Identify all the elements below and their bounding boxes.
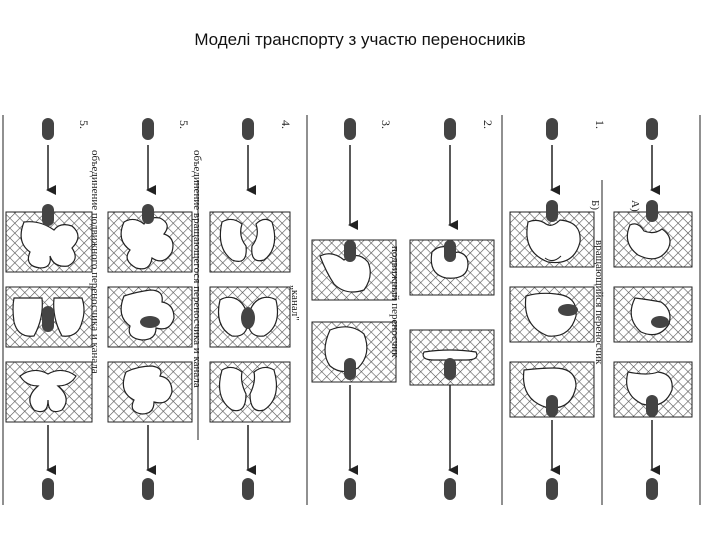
substrate-in-carrier [140, 316, 160, 328]
substrate-bound [546, 200, 558, 222]
model-2-caption: подвижный переносчик [389, 246, 401, 358]
carrier-channel-open [122, 365, 173, 415]
substrate-bottom [646, 478, 658, 500]
model-1a-column [613, 118, 693, 500]
rotation-arrow [544, 255, 562, 262]
model-3-caption: „канал" [289, 285, 301, 321]
model-1b-column [509, 118, 595, 500]
carrier-split-right [53, 297, 85, 337]
channel-protein-bottom [324, 326, 368, 373]
substrate-top [242, 118, 254, 140]
substrate-bottom [546, 478, 558, 500]
substrate-in-channel [42, 306, 54, 332]
carrier-protein-rotated [524, 292, 577, 337]
carrier-protein [526, 219, 581, 264]
substrate-in-carrier [558, 304, 578, 316]
substrate-bottom [444, 478, 456, 500]
substrate-bottom [242, 478, 254, 500]
model-2-number: 2. [481, 120, 495, 129]
model-3-column [311, 118, 397, 500]
model-5-mobile-column [5, 118, 93, 500]
model-4-number: 4. [279, 120, 293, 129]
carrier-channel-rotated [120, 289, 175, 341]
substrate-in-channel [241, 307, 255, 329]
substrate-top [344, 118, 356, 140]
carrier-protein-open [626, 371, 673, 406]
carrier-channel-open [19, 369, 77, 413]
model-1a-sub-label: А) [629, 200, 641, 212]
substrate-exit [646, 395, 658, 417]
model-5b-number: 5. [77, 120, 91, 129]
model-5-caption: объединение подвижного переносчика и кан… [89, 150, 101, 374]
substrate-top [646, 118, 658, 140]
model-5-number: 5. [177, 120, 191, 129]
substrate-bound [142, 204, 154, 224]
substrate-exit [344, 358, 356, 380]
channel-half-right [249, 366, 277, 412]
substrate-bound [344, 240, 356, 262]
model-2-column [409, 118, 495, 500]
substrate-top [546, 118, 558, 140]
substrate-bottom [42, 478, 54, 500]
model-3-number: 3. [379, 120, 393, 129]
carrier-channel [20, 221, 79, 269]
carrier-split-left [12, 297, 43, 337]
mobile-carrier-bottom [422, 349, 478, 361]
substrate-bottom [142, 478, 154, 500]
carrier-protein [626, 223, 671, 260]
channel-half-left [219, 366, 247, 412]
model-4-column [209, 118, 291, 500]
substrate-top [42, 118, 54, 140]
model-4-caption: объединение вращающегося переносчика и к… [191, 150, 203, 388]
substrate-bound [444, 240, 456, 262]
substrate-in-carrier [651, 316, 669, 328]
model-5-rotating-column [107, 118, 193, 500]
channel-half-right [251, 218, 276, 262]
channel-half-left [219, 218, 247, 262]
carrier-protein-open [522, 367, 577, 409]
model-1-caption: вращающийся переносчик [593, 240, 605, 365]
substrate-bound [42, 204, 54, 226]
substrate-top [142, 118, 154, 140]
model-1-number: 1. [593, 120, 607, 129]
substrate-bound [646, 200, 658, 222]
substrate-exit [444, 358, 456, 380]
model-1b-sub-label: Б) [589, 200, 601, 210]
slide-title: Моделі транспорту з участю переносників [194, 30, 526, 49]
substrate-exit [546, 395, 558, 417]
channel-protein-top [319, 253, 371, 293]
substrate-bottom [344, 478, 356, 500]
substrate-top [444, 118, 456, 140]
